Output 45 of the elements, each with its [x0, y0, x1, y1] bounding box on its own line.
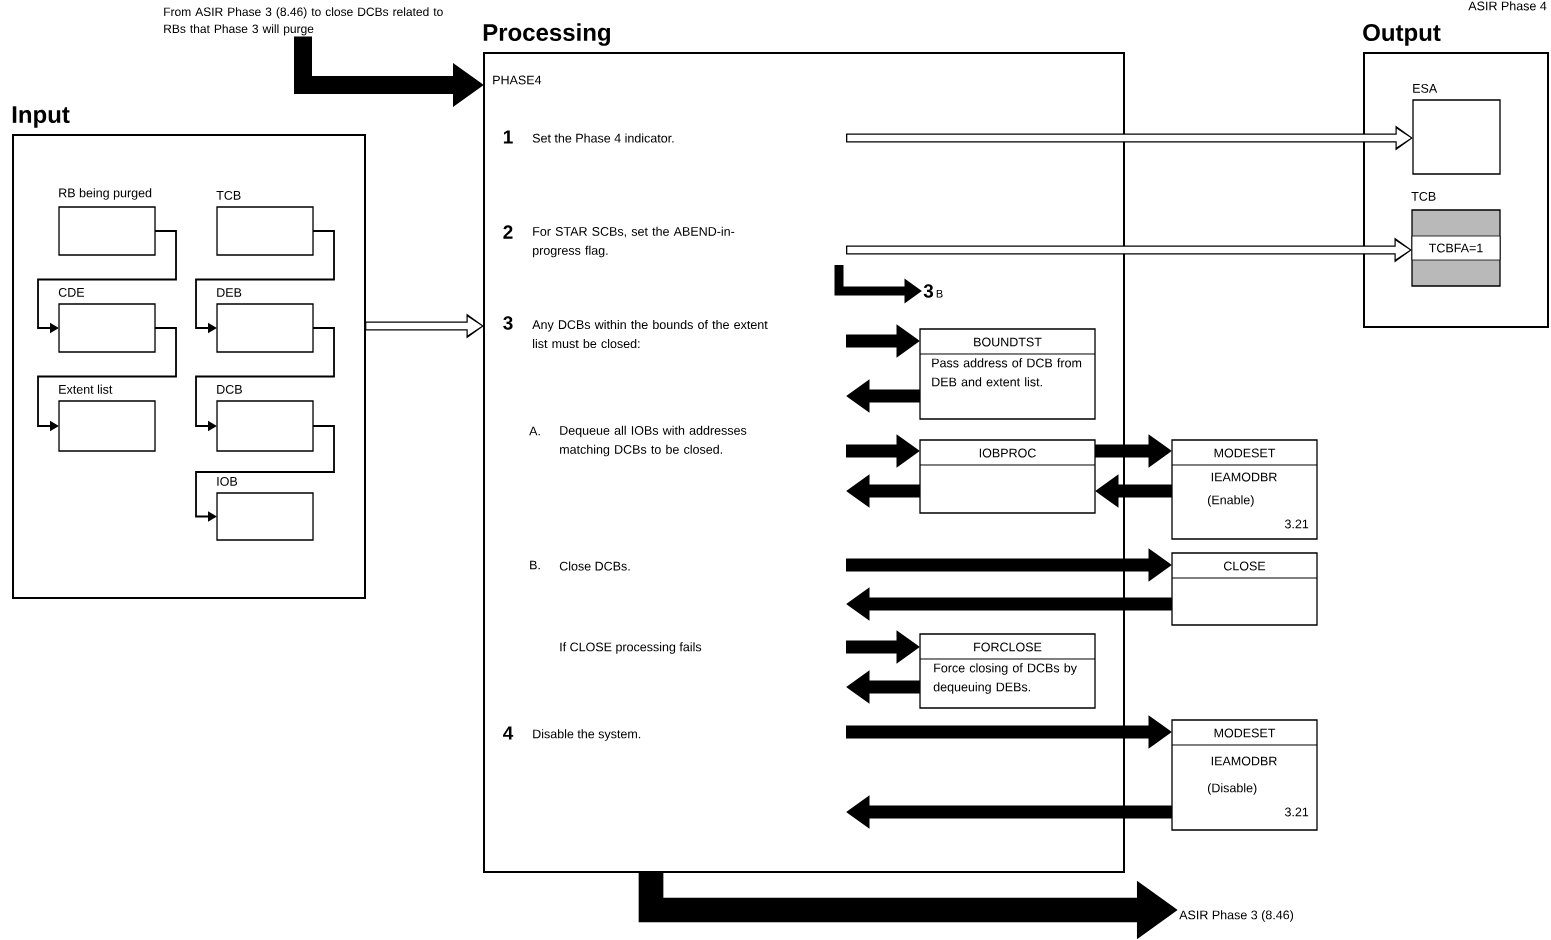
data-block: RB being purged [58, 188, 156, 256]
step-text: Dequeue all IOBs with addresses matching DCBs to be closed. [560, 425, 747, 457]
data-block: TCB TCBFA=1 [1411, 191, 1501, 287]
data-block: DCB [216, 384, 314, 452]
node-label: Input [12, 106, 70, 128]
data-block: IOB [216, 476, 314, 541]
data-block: TCB [216, 190, 314, 256]
step-text: Any DCBs within the bounds of the extent list must be closed: [532, 319, 768, 349]
step-letter: B. [530, 560, 540, 570]
data-block: CDE [58, 287, 156, 353]
node-label: Processing [483, 23, 610, 46]
step-text: Disable the system. [533, 729, 641, 741]
module-box: MODESET IEAMODBR (Disable) 3.21 [1171, 719, 1318, 831]
step-number: 1 [503, 130, 513, 144]
step-text: For STAR SCBs, set the ABEND-in-progress flag. [533, 226, 735, 258]
step-letter: A. [529, 426, 540, 436]
module-box: FORCLOSE Force closing of DCBs by dequeuing DEBs. [919, 633, 1096, 709]
node-label: Output [1363, 24, 1441, 46]
node-label: TCB [216, 190, 241, 200]
node-label: IOB [217, 476, 238, 486]
data-block: ESA [1412, 83, 1501, 175]
module-box: MODESET IEAMODBR (Enable) 3.21 [1171, 439, 1318, 540]
data-block: Extent list [58, 384, 156, 452]
module-box: IOBPROC [919, 439, 1096, 514]
step-text: Close DCBs. [559, 561, 630, 571]
connector-reference: 3 B [923, 284, 943, 298]
note-text: ASIR Phase 3 (8.46) [1179, 910, 1294, 922]
step-text: If CLOSE processing fails [560, 642, 702, 654]
note-text: From ASIR Phase 3 (8.46) to close DCBs related to RBs that Phase 3 will purge [164, 7, 443, 36]
node-label: TCB [1411, 191, 1436, 201]
node-label: Extent list [59, 384, 113, 394]
connector-arrow [195, 425, 335, 522]
step-number: 3 [503, 316, 513, 330]
step-number: 4 [503, 726, 514, 740]
data-block: DEB [216, 288, 314, 353]
node-label: CDE [58, 287, 85, 297]
node-label: RB being purged [59, 188, 152, 200]
node-label: DEB [217, 288, 242, 297]
step-text: Set the Phase 4 indicator. [532, 133, 674, 143]
module-box: BOUNDTST Pass address of DCB from DEB and extent list. [919, 328, 1096, 420]
node-label: DCB [217, 384, 242, 394]
step-number: 2 [503, 225, 513, 239]
page-header: ASIR Phase 4 [1468, 1, 1547, 11]
module-box: CLOSE [1171, 552, 1318, 626]
node-label: ESA [1413, 83, 1438, 93]
